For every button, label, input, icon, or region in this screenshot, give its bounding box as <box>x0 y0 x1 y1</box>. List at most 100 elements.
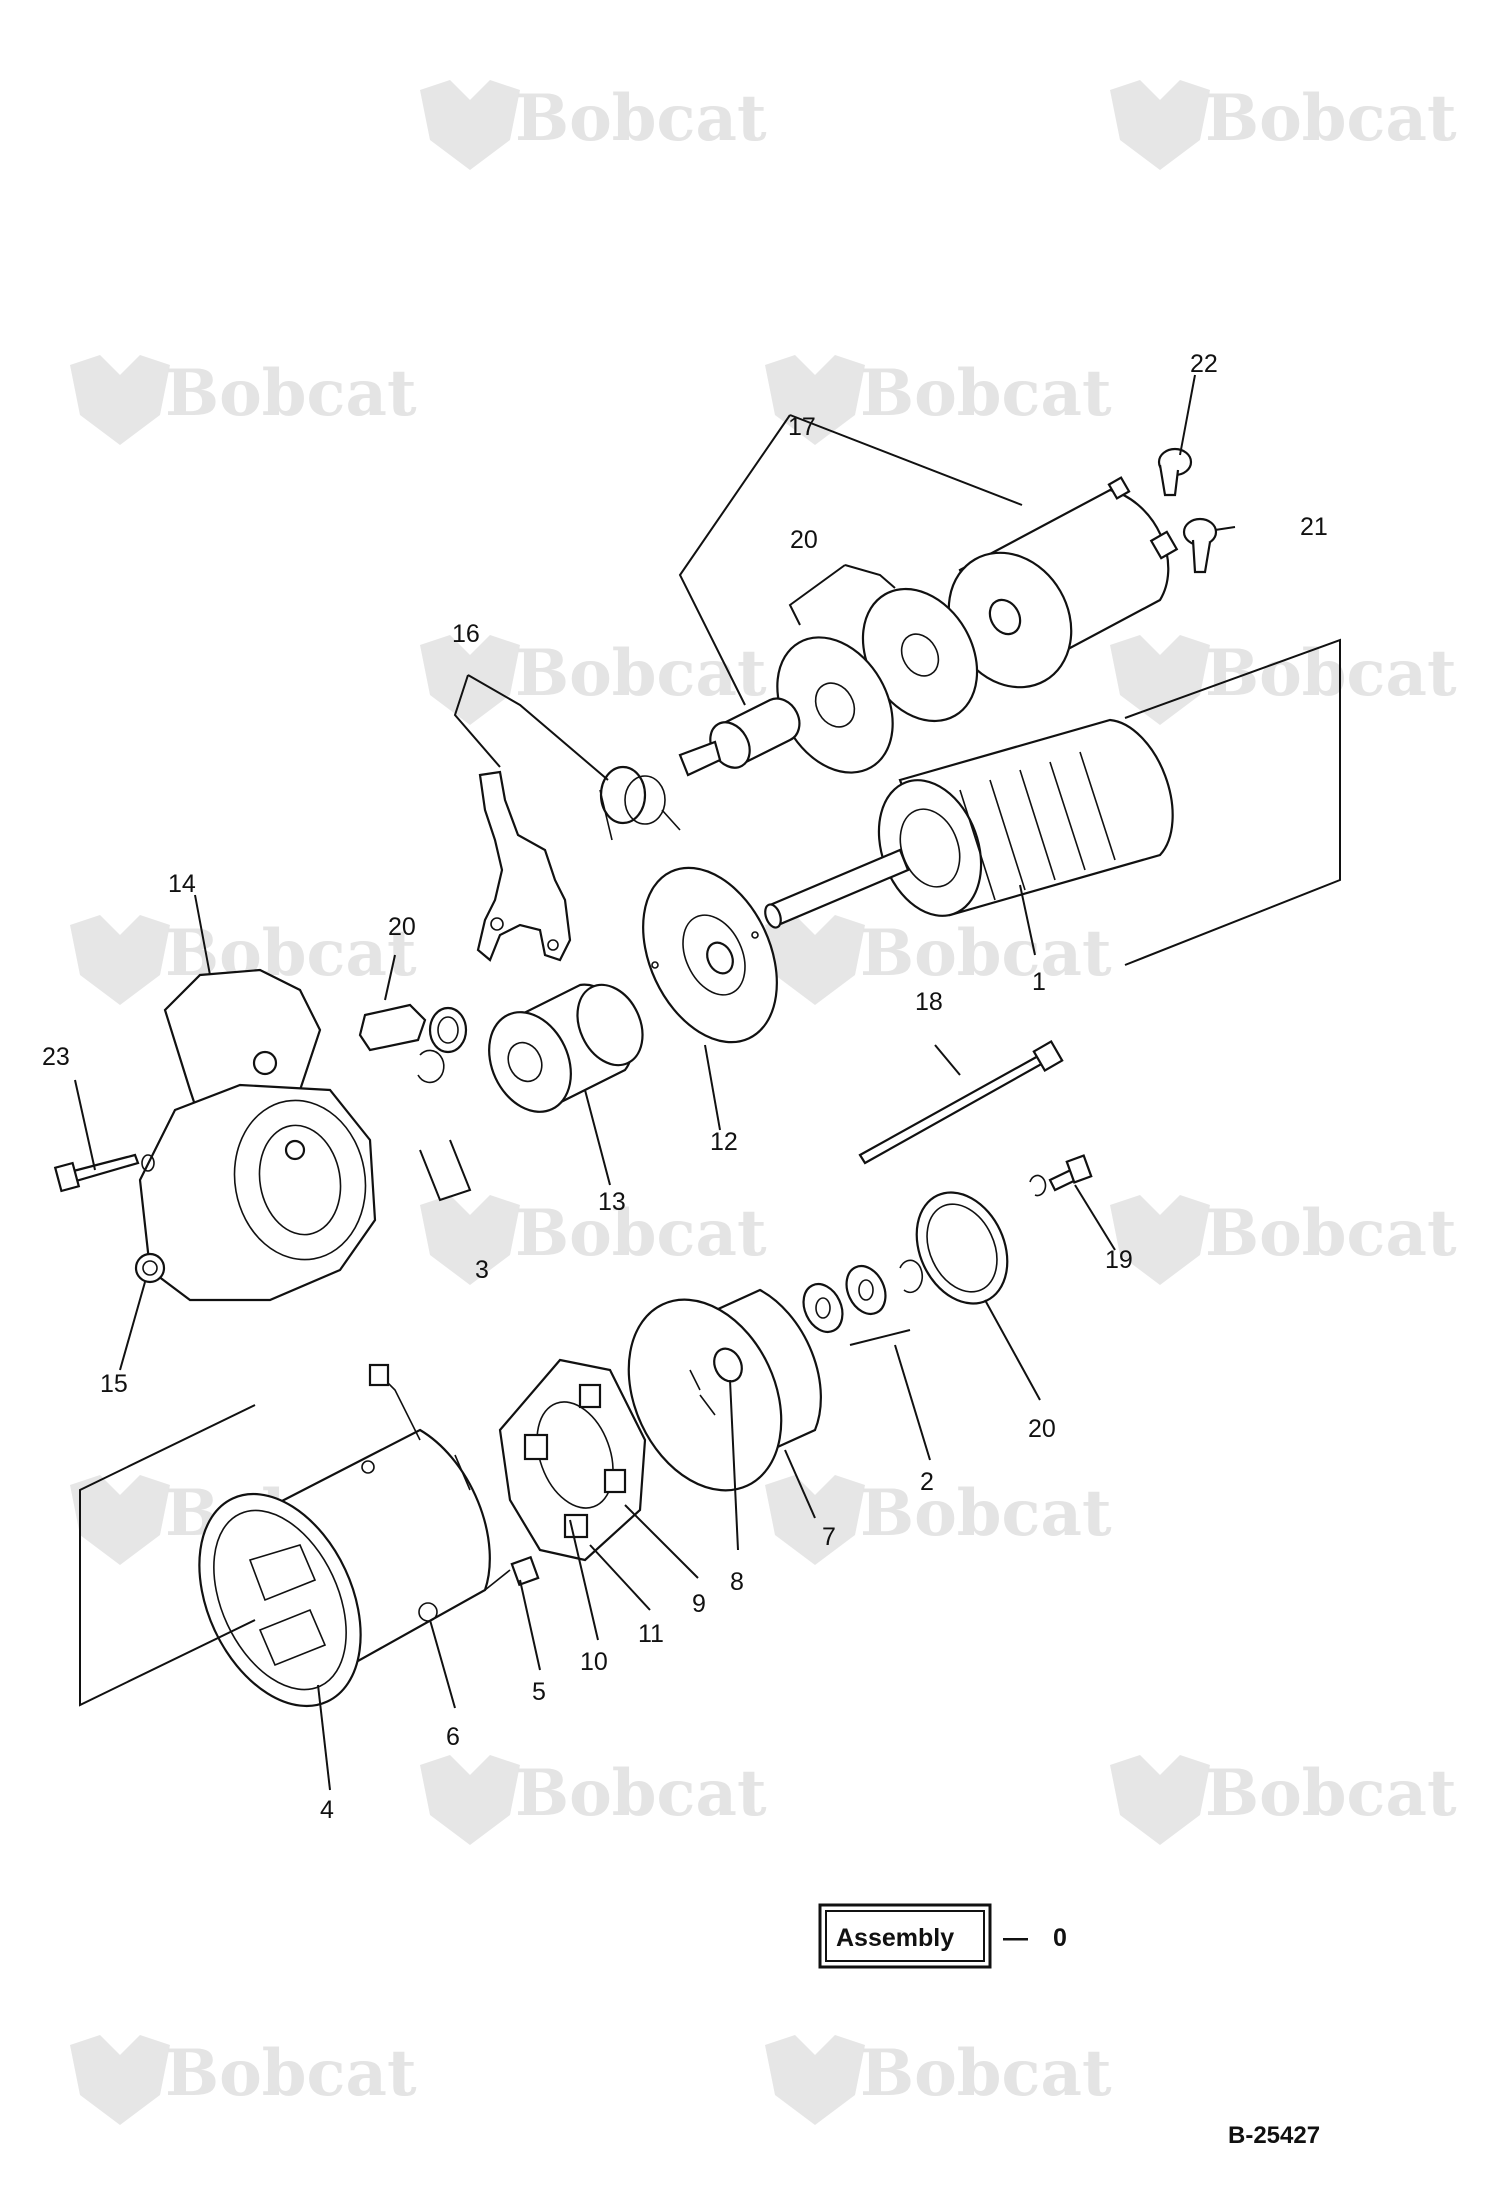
leader-lines <box>74 374 1236 1791</box>
callout-6: 6 <box>446 1723 460 1751</box>
watermark-10: Bobcat <box>1110 1195 1457 1285</box>
callout-19: 19 <box>1105 1246 1133 1274</box>
watermark-text: Bobcat <box>860 356 1112 431</box>
end-cap <box>915 1191 1009 1305</box>
callout-14: 14 <box>168 870 196 898</box>
callout-18: 18 <box>915 988 943 1016</box>
pinion-stopper <box>358 1003 427 1052</box>
callout-17: 17 <box>788 413 816 441</box>
watermark-text: Bobcat <box>515 1196 767 1271</box>
callout-4: 4 <box>320 1796 334 1824</box>
bobcat-head-icon <box>765 1475 865 1565</box>
bobcat-head-icon <box>420 80 520 170</box>
bobcat-head-icon <box>420 1195 520 1285</box>
rear-end-frame <box>627 1288 822 1492</box>
bobcat-head-icon <box>420 1755 520 1845</box>
callout-23: 23 <box>42 1043 70 1071</box>
watermark-2: Bobcat <box>1110 80 1457 170</box>
watermark-12: Bobcat <box>765 1475 1112 1565</box>
bobcat-head-icon <box>765 2035 865 2125</box>
callout-5: 5 <box>532 1678 546 1706</box>
callout-10: 10 <box>580 1648 608 1676</box>
reference-code: B-25427 <box>1228 2122 1320 2149</box>
bracket-lines <box>79 638 1341 1707</box>
pinion-clutch <box>488 983 644 1113</box>
front-housing <box>134 968 377 1302</box>
watermark-text: Bobcat <box>1205 1196 1457 1271</box>
watermark-text: Bobcat <box>165 356 417 431</box>
snap-ring-and-collar <box>417 1006 468 1084</box>
watermark-text: Bobcat <box>165 2036 417 2111</box>
callout-13: 13 <box>598 1188 626 1216</box>
assembly-indicator: Assembly — 0 <box>818 1903 1067 1969</box>
screw-19 <box>1029 1154 1093 1197</box>
watermark-layer: Bobcat Bobcat Bobcat Bobcat Bobcat Bobca… <box>70 80 1457 2125</box>
watermark-6: Bobcat <box>1110 635 1457 725</box>
assembly-dash: — <box>1003 1924 1028 1952</box>
watermark-text: Bobcat <box>860 916 1112 991</box>
bobcat-head-icon <box>70 355 170 445</box>
callout-1: 1 <box>1032 968 1046 996</box>
watermark-15: Bobcat <box>70 2035 417 2125</box>
lever-spring <box>599 765 681 841</box>
watermark-text: Bobcat <box>860 2036 1112 2111</box>
through-bolt-18 <box>858 1039 1064 1165</box>
terminal-nut-22 <box>1157 447 1193 497</box>
yoke-field-coil <box>198 1363 540 1708</box>
bobcat-head-icon <box>765 355 865 445</box>
assembly-label: Assembly <box>836 1924 954 1952</box>
watermark-text: Bobcat <box>860 1476 1112 1551</box>
bobcat-head-icon <box>1110 80 1210 170</box>
bobcat-head-icon <box>420 635 520 725</box>
watermark-text: Bobcat <box>515 81 767 156</box>
bobcat-head-icon <box>1110 1755 1210 1845</box>
callout-16: 16 <box>452 620 480 648</box>
bobcat-head-icon <box>70 1475 170 1565</box>
callout-11: 11 <box>638 1620 664 1648</box>
callout-20-pinion: 20 <box>388 913 416 941</box>
callout-12: 12 <box>710 1128 738 1156</box>
assembly-value: 0 <box>1053 1924 1067 1952</box>
watermark-5: Bobcat <box>420 635 767 725</box>
watermark-text: Bobcat <box>515 1756 767 1831</box>
watermark-text: Bobcat <box>515 636 767 711</box>
armature <box>764 718 1174 929</box>
bobcat-head-icon <box>765 915 865 1005</box>
watermark-3: Bobcat <box>70 355 417 445</box>
watermark-1: Bobcat <box>420 80 767 170</box>
callout-20-cap: 20 <box>1028 1415 1056 1443</box>
callout-2: 2 <box>920 1468 934 1496</box>
watermark-text: Bobcat <box>1205 636 1457 711</box>
rear-bracket <box>642 866 778 1044</box>
solenoid-plunger <box>678 697 801 777</box>
bobcat-head-icon <box>70 915 170 1005</box>
callout-labels: 22 17 21 20 16 14 20 1 18 23 12 13 3 19 … <box>42 350 1328 1824</box>
callout-20-solenoid: 20 <box>790 526 818 554</box>
bobcat-head-icon <box>70 2035 170 2125</box>
watermark-13: Bobcat <box>420 1755 767 1845</box>
callout-21: 21 <box>1300 513 1328 541</box>
brush-holder <box>498 1358 647 1562</box>
thrust-washers <box>802 1259 924 1334</box>
callout-9: 9 <box>692 1590 706 1618</box>
terminal-nut-21 <box>1182 517 1218 574</box>
callout-22: 22 <box>1190 350 1218 378</box>
watermark-text: Bobcat <box>1205 1756 1457 1831</box>
callout-8: 8 <box>730 1568 744 1596</box>
bobcat-head-icon <box>1110 1195 1210 1285</box>
callout-3: 3 <box>475 1256 489 1284</box>
solenoid-gasket-inner <box>776 636 894 774</box>
through-bolt-23 <box>53 1153 155 1193</box>
watermark-4: Bobcat <box>765 355 1112 445</box>
solenoid-switch <box>947 476 1179 689</box>
watermark-14: Bobcat <box>1110 1755 1457 1845</box>
callout-7: 7 <box>822 1523 836 1551</box>
watermark-8: Bobcat <box>765 915 1112 1005</box>
bobcat-head-icon <box>1110 635 1210 725</box>
watermark-16: Bobcat <box>765 2035 1112 2125</box>
watermark-9: Bobcat <box>420 1195 767 1285</box>
callout-15: 15 <box>100 1370 128 1398</box>
watermark-text: Bobcat <box>1205 81 1457 156</box>
shift-lever <box>476 770 572 962</box>
